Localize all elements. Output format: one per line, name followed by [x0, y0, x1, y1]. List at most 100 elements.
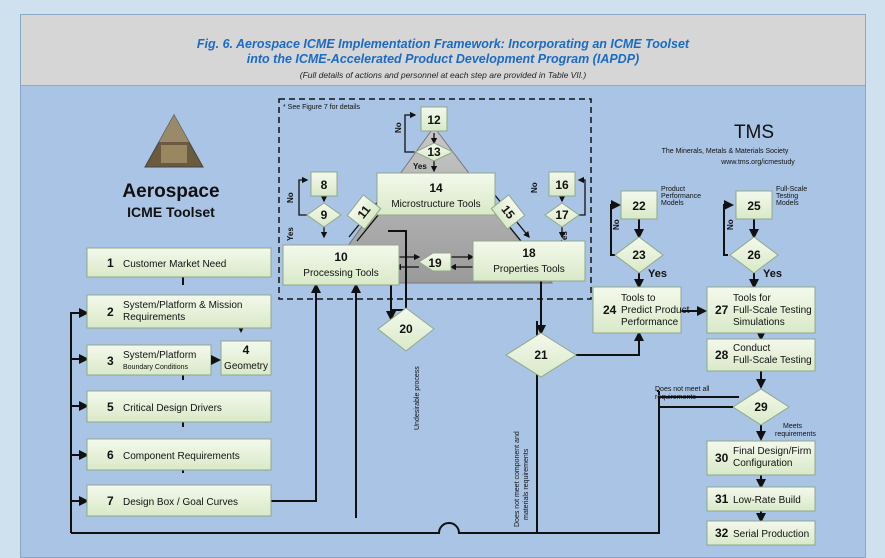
svg-text:3: 3	[107, 354, 114, 368]
undesirable-label: Undesirable process	[414, 366, 421, 430]
toolset-title-line1: Aerospace	[122, 181, 219, 202]
svg-text:System/Platform & Mission: System/Platform & Mission	[123, 300, 242, 311]
step-21: 21	[505, 332, 577, 378]
framework-diagram: Aerospace ICME Toolset TMS The Minerals,…	[70, 98, 816, 546]
step-6: 6 Component Requirements	[86, 438, 272, 471]
svg-text:29: 29	[754, 400, 768, 414]
svg-text:30: 30	[715, 451, 729, 465]
yes-label-13: Yes	[413, 162, 427, 171]
svg-text:Full-Scale Testing: Full-Scale Testing	[733, 305, 812, 316]
svg-text:Predict Product: Predict Product	[621, 305, 690, 316]
svg-text:1: 1	[107, 256, 114, 270]
step-30: 30 Final Design/Firm Configuration	[706, 440, 816, 476]
svg-text:18: 18	[522, 246, 536, 260]
step-29: 29	[732, 388, 790, 426]
svg-text:Design Box / Goal Curves: Design Box / Goal Curves	[123, 497, 238, 508]
svg-text:9: 9	[321, 208, 328, 222]
step-20: 20	[377, 307, 435, 352]
yes-label-26: Yes	[763, 268, 782, 280]
step-25-label-3: Models	[776, 200, 799, 207]
step-22-label-2: Performance	[661, 193, 701, 200]
svg-text:Full-Scale Testing: Full-Scale Testing	[733, 355, 812, 366]
step-26: 26	[729, 236, 779, 274]
not-meet-all-label-2: requirements	[655, 394, 696, 401]
svg-text:System/Platform: System/Platform	[123, 350, 196, 361]
figure7-region	[278, 98, 592, 300]
step-27: 27 Tools for Full-Scale Testing Simulati…	[706, 286, 816, 334]
svg-text:14: 14	[429, 181, 443, 195]
svg-text:6: 6	[107, 448, 114, 462]
step-1: 1 Customer Market Need	[86, 247, 272, 278]
svg-text:4: 4	[243, 343, 250, 357]
svg-text:27: 27	[715, 303, 729, 317]
svg-text:19: 19	[428, 256, 442, 270]
svg-text:Tools for: Tools for	[733, 293, 771, 304]
svg-text:Processing Tools: Processing Tools	[303, 268, 378, 279]
tms-logo: TMS	[734, 122, 774, 143]
tms-block: TMS The Minerals, Metals & Materials Soc…	[662, 122, 796, 166]
svg-text:13: 13	[427, 145, 441, 159]
no-label-25: No	[726, 219, 735, 230]
step-19: 19	[418, 252, 452, 272]
toolset-title-line2: ICME Toolset	[127, 204, 215, 220]
step-22: 22	[620, 190, 658, 220]
svg-text:25: 25	[747, 199, 761, 213]
svg-text:Component Requirements: Component Requirements	[123, 451, 240, 462]
step-28: 28 Conduct Full-Scale Testing	[706, 338, 816, 372]
step-4: 4 Geometry	[220, 340, 272, 376]
svg-text:10: 10	[334, 250, 348, 264]
svg-text:17: 17	[555, 208, 569, 222]
svg-text:Conduct: Conduct	[733, 343, 770, 354]
svg-text:8: 8	[321, 178, 328, 192]
svg-text:5: 5	[107, 400, 114, 414]
svg-text:Configuration: Configuration	[733, 458, 792, 469]
step-25-label-1: Full-Scale	[776, 186, 807, 193]
meets-label-2: requirements	[775, 431, 816, 438]
svg-text:16: 16	[555, 178, 569, 192]
step-16: 16	[548, 171, 576, 197]
svg-text:Boundary Conditions: Boundary Conditions	[123, 364, 188, 371]
step-25: 25	[735, 190, 773, 220]
figure-header: Fig. 6. Aerospace ICME Implementation Fr…	[21, 15, 865, 86]
svg-text:Requirements: Requirements	[123, 312, 185, 323]
svg-text:32: 32	[715, 526, 729, 540]
step-22-label-1: Product	[661, 186, 685, 193]
step-15: 15	[490, 194, 526, 230]
not-meet-component-label-2: materials requirements	[523, 448, 530, 520]
see-figure-note: * See Figure 7 for details	[283, 104, 361, 111]
step-23: 23	[614, 236, 664, 274]
svg-text:23: 23	[632, 248, 646, 262]
svg-text:22: 22	[632, 199, 646, 213]
svg-text:20: 20	[399, 322, 413, 336]
svg-text:Properties Tools: Properties Tools	[493, 264, 565, 275]
svg-text:7: 7	[107, 494, 114, 508]
step-10: 10 Processing Tools	[282, 244, 400, 286]
no-label-12: No	[394, 122, 403, 133]
tms-url: www.tms.org/icmestudy	[720, 159, 795, 166]
svg-text:Serial Production: Serial Production	[733, 529, 809, 540]
svg-text:24: 24	[603, 303, 617, 317]
tms-org: The Minerals, Metals & Materials Society	[662, 148, 789, 155]
step-24: 24 Tools to Predict Product Performance	[592, 286, 690, 334]
svg-text:Critical Design Drivers: Critical Design Drivers	[123, 403, 222, 414]
step-9: 9	[306, 202, 342, 228]
step-13: 13	[413, 142, 455, 162]
svg-text:Tools to: Tools to	[621, 293, 656, 304]
step-32: 32 Serial Production	[706, 520, 816, 546]
step-18: 18 Properties Tools	[472, 240, 586, 282]
svg-text:Microstructure Tools: Microstructure Tools	[391, 199, 480, 210]
figure-frame: Fig. 6. Aerospace ICME Implementation Fr…	[20, 14, 866, 558]
step-31: 31 Low-Rate Build	[706, 486, 816, 512]
step-25-label-2: Testing	[776, 193, 798, 200]
svg-text:Performance: Performance	[621, 317, 679, 328]
step-22-label-3: Models	[661, 200, 684, 207]
svg-text:12: 12	[427, 113, 441, 127]
svg-text:Simulations: Simulations	[733, 317, 785, 328]
step-3: 3 System/Platform Boundary Conditions	[86, 344, 212, 376]
yes-label-17: Yes	[560, 231, 569, 245]
svg-text:26: 26	[747, 248, 761, 262]
step-5: 5 Critical Design Drivers	[86, 390, 272, 423]
yes-label-9: Yes	[286, 227, 295, 241]
toolset-logo: Aerospace ICME Toolset	[122, 113, 220, 220]
figure-title-line1: Fig. 6. Aerospace ICME Implementation Fr…	[196, 37, 690, 51]
